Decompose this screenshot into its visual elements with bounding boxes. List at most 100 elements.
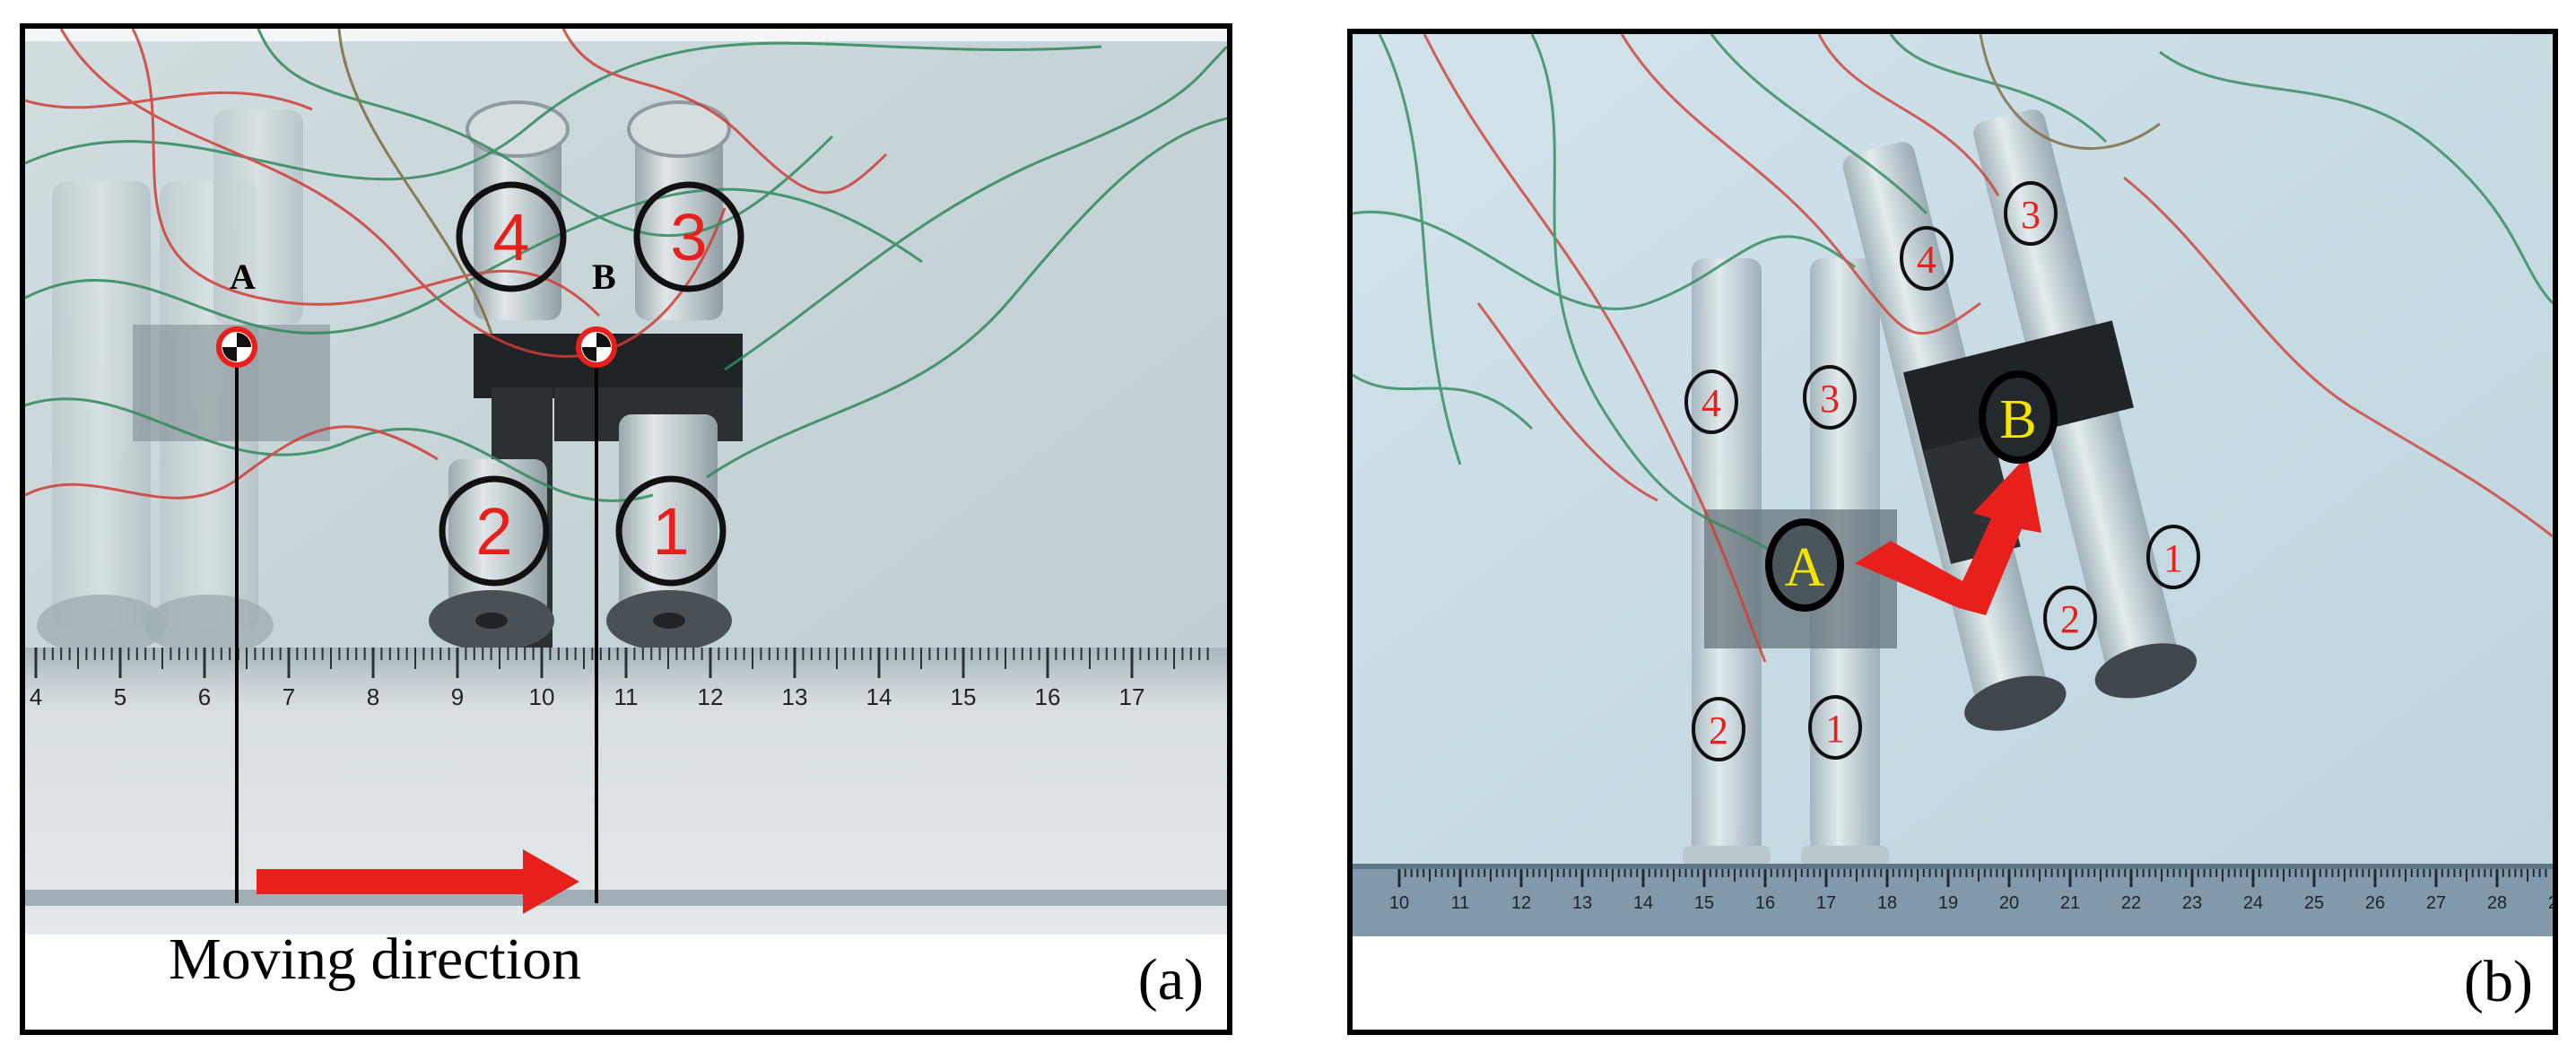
robot-foot <box>1801 846 1889 865</box>
end-leg-label-2: 2 <box>2060 597 2080 641</box>
end-leg-label-3: 3 <box>2021 193 2041 237</box>
point-b-label: B <box>592 257 616 297</box>
ruler-tick-label: 28 <box>2487 893 2507 913</box>
ruler-tick-label: 18 <box>1877 893 1897 913</box>
point-a-label: A <box>230 257 256 297</box>
ruler-tick-label: 10 <box>529 683 555 710</box>
ruler-tick-label: 21 <box>2060 893 2080 913</box>
robot-foot <box>1683 846 1771 865</box>
leg-label-3: 3 <box>670 200 707 274</box>
end-leg-label-4: 4 <box>1917 238 1936 282</box>
ruler-tick-label: 24 <box>2243 893 2263 913</box>
end-leg-label-1: 1 <box>2163 536 2183 580</box>
robot-leg-cap <box>627 100 731 158</box>
ruler-tick-label: 14 <box>866 683 892 710</box>
point-a-circle: A <box>1765 518 1844 612</box>
ruler-tick-label: 29 <box>2548 893 2553 913</box>
ruler-tick-label: 11 <box>1451 893 1470 913</box>
ghost-foot <box>144 595 274 656</box>
marker-b <box>576 326 617 368</box>
ruler-tick-label: 15 <box>951 683 977 710</box>
robot-foot <box>2094 643 2197 699</box>
ruler-tick-label: 6 <box>198 683 211 710</box>
start-leg-label-4: 4 <box>1701 381 1721 425</box>
panel-b: 1011121314151617181920212223242526272829… <box>1347 29 2558 1035</box>
ruler-body <box>25 648 1227 935</box>
ruler-tick-label: 15 <box>1694 893 1714 913</box>
end-leg-circle-3: 3 <box>2004 181 2058 246</box>
ruler-tick-label: 16 <box>1755 893 1775 913</box>
ruler-edge-band <box>25 890 1227 906</box>
ruler-tick-label: 10 <box>1389 893 1409 913</box>
ruler-tick-label: 17 <box>1119 683 1145 710</box>
ruler-tick-label: 20 <box>1999 893 2019 913</box>
photo-top-edge <box>25 29 1227 41</box>
robot-current-position <box>429 100 743 651</box>
start-leg-circle-3: 3 <box>1803 365 1857 430</box>
leg-label-4: 4 <box>492 200 529 274</box>
ruler-tick-label: 5 <box>114 683 126 710</box>
robot-foot <box>1964 675 2067 731</box>
ruler-tick-label: 11 <box>614 683 639 710</box>
photo-bottom-margin <box>1353 936 2553 940</box>
wires <box>1353 34 2553 663</box>
leg-circle-1: 1 <box>615 475 727 587</box>
leg-label-1: 1 <box>652 494 689 569</box>
moving-direction-caption: Moving direction <box>169 926 582 992</box>
end-leg-circle-4: 4 <box>1900 226 1954 291</box>
ruler-ticks: 1011121314151617181920212223242526272829 <box>1389 869 2553 913</box>
transition-arrow <box>1855 456 2041 615</box>
ruler-tick-label: 12 <box>1511 893 1531 913</box>
start-leg-label-1: 1 <box>1825 707 1845 751</box>
point-b-label: B <box>1999 389 2036 450</box>
start-leg-circle-4: 4 <box>1684 370 1738 434</box>
point-b-circle: B <box>1979 370 2058 464</box>
ruler-tick-label: 13 <box>1572 893 1592 913</box>
ruler-tick-label: 19 <box>1938 893 1958 913</box>
wires <box>25 29 1227 502</box>
ruler-tick-label: 23 <box>2182 893 2202 913</box>
ruler-tick-label: 14 <box>1633 893 1653 913</box>
end-leg-circle-1: 1 <box>2146 525 2200 589</box>
point-a-label: A <box>1785 537 1825 598</box>
start-leg-circle-2: 2 <box>1692 697 1745 761</box>
ruler-tick-label: 4 <box>30 683 42 710</box>
panel-b-label: (b) <box>2464 949 2533 1014</box>
robot-leg-cap <box>466 100 570 158</box>
robot-foot-hole <box>653 613 685 629</box>
ruler-tick-label: 26 <box>2365 893 2385 913</box>
leg-circle-2: 2 <box>439 475 550 587</box>
ruler-tick-label: 9 <box>451 683 464 710</box>
robot-leg-2 <box>448 459 547 630</box>
ruler-tick-label: 22 <box>2121 893 2141 913</box>
start-leg-label-2: 2 <box>1709 709 1728 752</box>
panel-a-label: (a) <box>1137 947 1204 1013</box>
ruler-tick-label: 8 <box>367 683 379 710</box>
robot-foot-hole <box>475 613 508 629</box>
robot-leg-4 <box>474 114 561 320</box>
start-leg-label-3: 3 <box>1820 377 1840 421</box>
ruler-tick-label: 16 <box>1035 683 1061 710</box>
ruler-tick-label: 13 <box>782 683 808 710</box>
ruler-tick-label: 27 <box>2426 893 2446 913</box>
leg-circle-3: 3 <box>633 181 744 292</box>
ruler-tick-label: 17 <box>1816 893 1836 913</box>
ghost-foot <box>37 595 166 656</box>
start-leg-circle-1: 1 <box>1808 695 1862 760</box>
marker-a <box>216 326 257 368</box>
ghost-leg <box>213 109 303 325</box>
ghost-robot-start-position <box>37 109 330 656</box>
ruler: 1011121314151617181920212223242526272829 <box>1353 864 2553 940</box>
end-leg-circle-2: 2 <box>2043 586 2097 650</box>
panel-b-photo: 1011121314151617181920212223242526272829… <box>1353 34 2553 940</box>
ghost-leg <box>52 181 151 630</box>
leg-label-2: 2 <box>475 494 512 569</box>
moving-direction-arrow <box>257 849 579 914</box>
leg-circle-4: 4 <box>456 181 567 292</box>
ruler-tick-label: 12 <box>698 683 724 710</box>
ruler-top-edge <box>1353 864 2553 869</box>
